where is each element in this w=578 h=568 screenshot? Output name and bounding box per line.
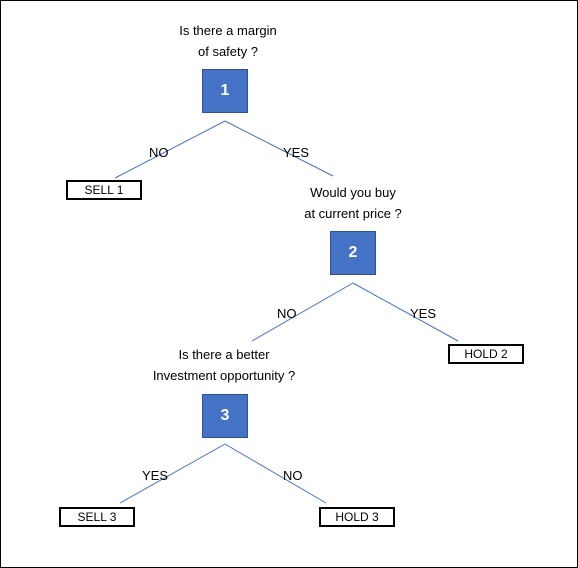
edge-label-q2-yes: YES <box>410 306 437 321</box>
question-3-text: Is there a better Investment opportunity… <box>134 344 314 386</box>
edge-label-q3-yes: YES <box>142 468 169 483</box>
question-1-text: Is there a margin of safety ? <box>158 20 298 62</box>
question-2-line2: at current price ? <box>304 206 402 221</box>
decision-node-1: 1 <box>202 69 248 113</box>
question-3-line2: Investment opportunity ? <box>152 368 296 383</box>
outcome-sell-1: SELL 1 <box>66 180 142 200</box>
edge-q2-no <box>251 282 354 342</box>
decision-node-2: 2 <box>330 231 376 275</box>
outcome-hold-3: HOLD 3 <box>319 507 395 527</box>
outcome-sell-3: SELL 3 <box>59 507 135 527</box>
question-1-line1: Is there a margin <box>179 23 277 38</box>
edge-label-q2-no: NO <box>277 306 297 321</box>
question-3-line1: Is there a better <box>178 347 270 362</box>
edge-q1-no <box>114 120 226 179</box>
edge-label-q1-no: NO <box>149 145 169 160</box>
outcome-hold-2: HOLD 2 <box>448 344 524 364</box>
question-2-line1: Would you buy <box>310 185 396 200</box>
edge-q2-yes <box>352 282 459 342</box>
edge-label-q3-no: NO <box>283 468 303 483</box>
edge-q3-no <box>224 443 327 504</box>
edge-label-q1-yes: YES <box>283 145 310 160</box>
question-2-text: Would you buy at current price ? <box>283 182 423 224</box>
edge-q1-yes <box>224 120 334 177</box>
decision-node-3: 3 <box>202 394 248 438</box>
question-1-line2: of safety ? <box>198 44 258 59</box>
edge-q3-yes <box>119 443 226 504</box>
